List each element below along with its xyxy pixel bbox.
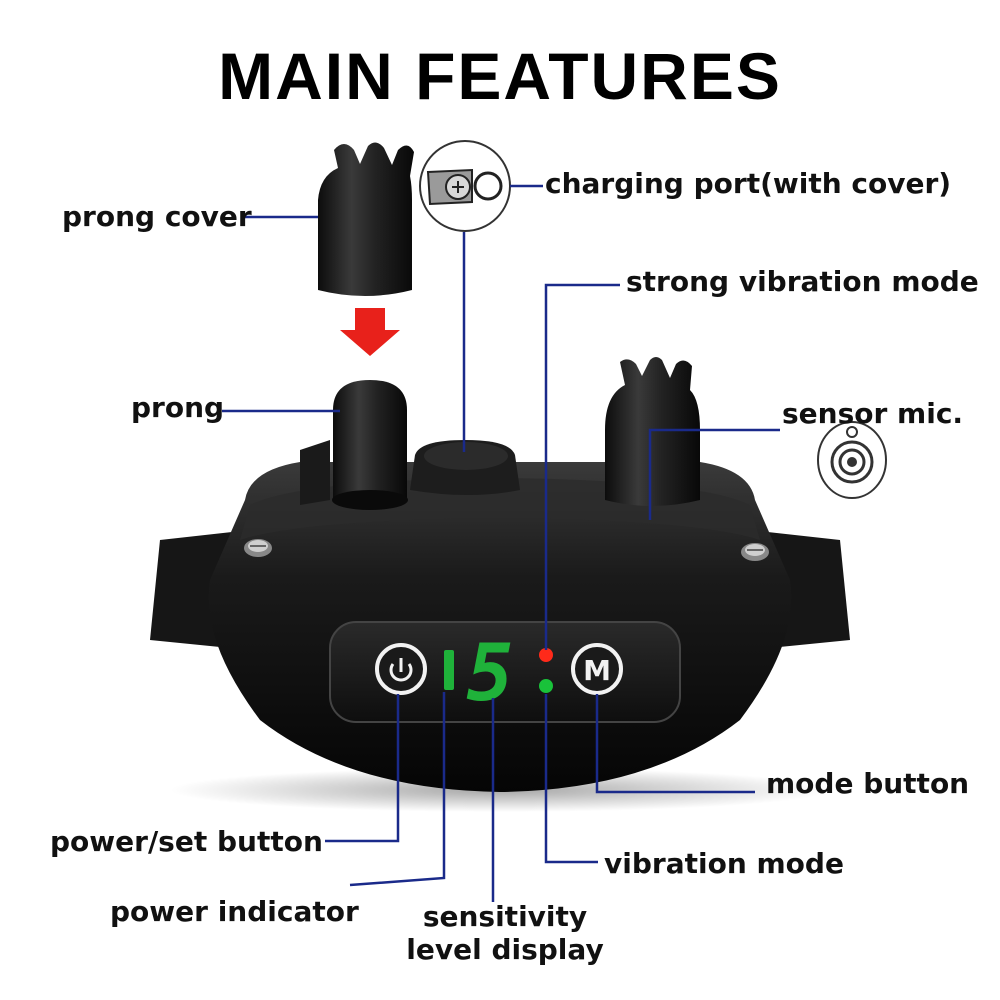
label-charging-port: charging port(with cover) xyxy=(545,167,952,200)
page-title: MAIN FEATURES xyxy=(218,39,782,113)
leader-strong-vibration xyxy=(544,283,620,650)
leader-lines xyxy=(222,184,780,902)
label-vibration-mode: vibration mode xyxy=(604,847,844,880)
vibration-led xyxy=(539,679,553,693)
label-power-indicator: power indicator xyxy=(110,895,359,928)
arrow-down-icon xyxy=(340,308,400,356)
screw-left xyxy=(244,539,272,557)
label-sensitivity-line1: sensitivity xyxy=(422,900,588,933)
prong-base-left xyxy=(300,440,330,505)
label-mode-button: mode button xyxy=(766,767,970,800)
leader-mode-button xyxy=(595,694,755,794)
sensitivity-digit: 5 xyxy=(467,629,514,719)
prong-cover-illustration xyxy=(318,142,414,296)
leader-power-indicator xyxy=(349,692,446,887)
label-strong-vibration-mode: strong vibration mode xyxy=(626,265,979,298)
charging-port-cover xyxy=(424,442,508,470)
power-icon xyxy=(389,663,413,682)
power-button[interactable] xyxy=(375,643,427,695)
strong-vibration-led xyxy=(539,648,553,662)
sensor-mic-icon xyxy=(817,421,887,499)
mode-button-letter: M xyxy=(583,654,611,687)
prong-left xyxy=(332,380,408,510)
label-sensor-mic: sensor mic. xyxy=(782,397,964,430)
label-prong-cover: prong cover xyxy=(62,200,252,233)
mode-button[interactable]: M xyxy=(571,643,623,695)
label-sensitivity-line2: level display xyxy=(406,933,604,966)
charging-port-inset xyxy=(419,140,511,232)
label-prong: prong xyxy=(131,391,225,424)
leader-vibration-mode xyxy=(544,694,598,864)
prong-right-covered xyxy=(605,357,700,506)
leader-sensor-mic xyxy=(648,428,780,520)
power-indicator-led xyxy=(444,650,454,690)
screw-right xyxy=(741,543,769,561)
leader-power-set xyxy=(325,694,400,843)
label-power-set-button: power/set button xyxy=(50,825,323,858)
